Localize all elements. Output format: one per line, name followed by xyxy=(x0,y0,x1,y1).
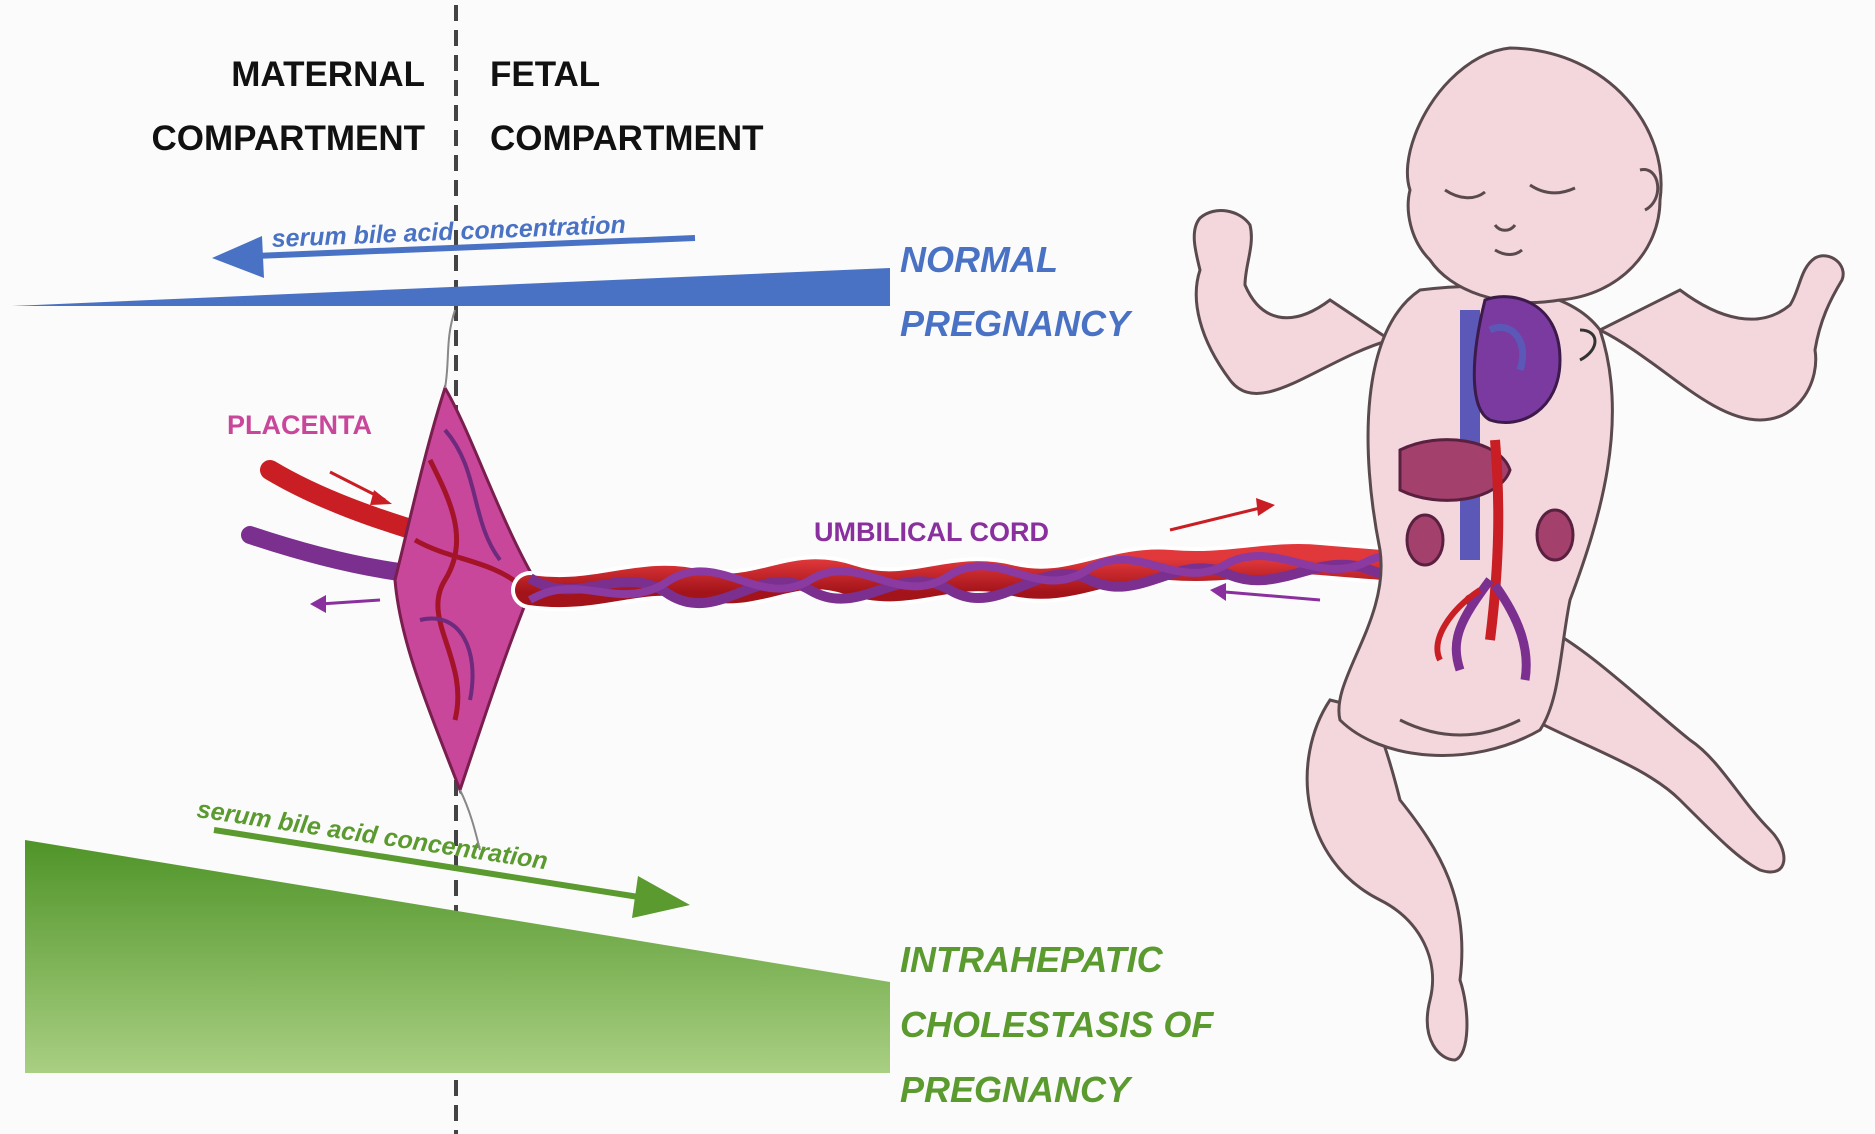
maternal-header-line1: MATERNAL xyxy=(231,55,425,94)
icp-label-line1: INTRAHEPATIC xyxy=(900,939,1164,980)
icp-gradient-wedge xyxy=(25,840,890,1073)
normal-label-line2: PREGNANCY xyxy=(900,303,1133,344)
placenta-label: PLACENTA xyxy=(227,410,372,440)
icp-label-line3: PREGNANCY xyxy=(900,1069,1133,1110)
normal-gradient-wedge xyxy=(12,268,890,306)
fetal-header-line1: FETAL xyxy=(490,55,600,94)
icp-label-line2: CHOLESTASIS OF xyxy=(900,1004,1214,1045)
maternal-header-line2: COMPARTMENT xyxy=(152,119,426,158)
umbilical-cord-label: UMBILICAL CORD xyxy=(814,517,1049,547)
normal-label-line1: NORMAL xyxy=(900,239,1058,280)
fetal-header-line2: COMPARTMENT xyxy=(490,119,764,158)
umbilical-cord xyxy=(530,498,1490,603)
